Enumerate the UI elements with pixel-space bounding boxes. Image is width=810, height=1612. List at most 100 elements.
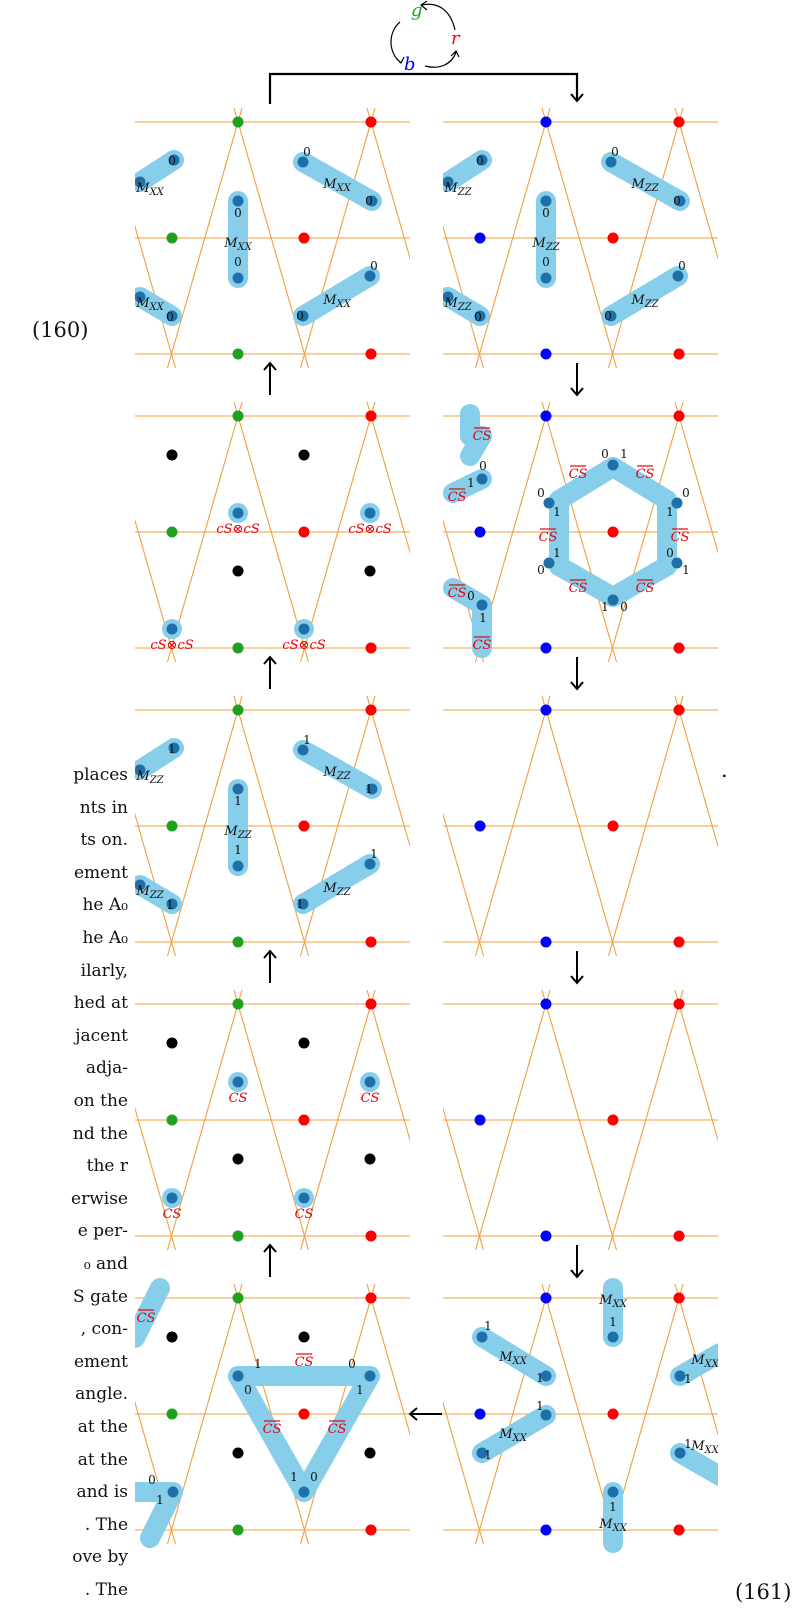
lattice-vertex: [298, 820, 310, 832]
gate-highlight: [293, 152, 382, 211]
gate-label: CS: [636, 467, 655, 482]
gate-highlight: [601, 152, 690, 211]
bit-label: 0: [234, 255, 242, 269]
bit-label: 0: [474, 310, 482, 324]
gate-label: CS: [295, 1355, 314, 1370]
bit-label: 0: [542, 255, 550, 269]
arrow-head: [395, 56, 405, 65]
text-fragment: e per-: [77, 1221, 128, 1242]
lattice-vertex: [232, 1292, 244, 1304]
text-fragment: ilarly,: [80, 960, 128, 981]
lattice-vertex: [474, 820, 486, 832]
lattice-vertex: [540, 704, 552, 716]
arrow-head: [263, 361, 277, 371]
lattice-edge: [166, 401, 243, 663]
bit-label: 0: [476, 154, 484, 168]
bit-label: 1: [553, 505, 561, 519]
qubit: [543, 497, 555, 509]
cycle-label-g: g: [411, 0, 423, 21]
lattice-edge: [233, 989, 310, 1251]
arrow-head: [263, 655, 277, 665]
gate-highlight: [670, 1343, 718, 1386]
lattice-vertex: [365, 936, 377, 948]
text-fragment: ts on.: [80, 830, 128, 851]
text-fragment: nd the: [72, 1123, 128, 1144]
text-fragment: places: [73, 765, 128, 785]
cycle-arc: [421, 3, 456, 31]
arrow-head: [570, 975, 584, 985]
qubit: [607, 1331, 619, 1343]
lattice-vertex: [166, 1114, 178, 1126]
lattice-edge: [443, 1400, 485, 1545]
cycle-label-b: b: [404, 54, 416, 75]
lattice-edge: [541, 107, 618, 369]
lattice-edge: [366, 1283, 410, 1437]
qubit: [297, 744, 309, 756]
gate-highlight: [135, 150, 184, 192]
lattice-vertex: [232, 936, 244, 948]
gate-highlight: [601, 266, 688, 326]
qubit: [785, 899, 796, 910]
gate-highlight: [293, 740, 382, 799]
qubit: [674, 1447, 686, 1459]
bit-label: 0: [244, 1383, 252, 1397]
bit-label: 0: [467, 589, 475, 603]
lattice-vertex: [607, 526, 619, 538]
black-dot: [364, 1447, 376, 1459]
text-fragment: at the: [77, 1417, 128, 1437]
bit-label: 0: [310, 1470, 318, 1484]
text-fragment: jacent: [75, 1025, 128, 1046]
gate-highlight: [472, 1327, 556, 1386]
black-dot: [785, 1193, 796, 1204]
bit-label: 0: [166, 310, 174, 324]
lattice-vertex: [298, 1408, 310, 1420]
qubit: [607, 594, 619, 606]
qubit: [297, 156, 309, 168]
qubit-halo: [780, 739, 800, 759]
text-fragment: S gate: [73, 1286, 128, 1307]
lattice-vertex: [673, 998, 685, 1010]
bit-label: 1: [168, 742, 176, 756]
lattice-edge: [674, 989, 718, 1143]
gate-label: CS: [263, 1422, 282, 1437]
bit-label: 0: [365, 194, 373, 208]
qubit: [605, 156, 617, 168]
qubit: [540, 195, 552, 207]
lattice-edge: [674, 1283, 718, 1437]
lattice-vertex: [100, 117, 111, 128]
equation-number-161: (161): [735, 1580, 792, 1604]
arrow-head: [570, 681, 584, 691]
gate-label: CS: [361, 1091, 380, 1106]
text-fragment: . The: [84, 1580, 128, 1600]
qubit: [364, 858, 376, 870]
qubit: [443, 291, 454, 303]
black-dot: [298, 1037, 310, 1049]
lattice-vertex: [540, 1230, 552, 1242]
cycle-arc: [424, 51, 457, 68]
gate-label: CS: [671, 530, 690, 545]
qubit: [785, 1038, 796, 1049]
lattice-vertex: [673, 116, 685, 128]
qubit: [672, 270, 684, 282]
bit-label: 1: [484, 1319, 492, 1333]
bit-label: 0: [148, 1473, 156, 1487]
lattice-vertex: [365, 1524, 377, 1536]
qubit: [298, 1192, 310, 1204]
qubit: [785, 744, 796, 755]
qubit: [366, 195, 378, 207]
text-fragment: on the: [73, 1091, 128, 1111]
lattice-vertex: [540, 116, 552, 128]
qubit: [364, 1076, 376, 1088]
lattice-vertex: [807, 999, 810, 1010]
qubit: [232, 195, 244, 207]
text-fragment: . The: [84, 1514, 128, 1535]
lattice-edge: [741, 402, 810, 662]
qubit: [167, 1486, 179, 1498]
lattice-vertex: [540, 998, 552, 1010]
arrow-head: [570, 1269, 584, 1279]
qubit: [671, 557, 683, 569]
